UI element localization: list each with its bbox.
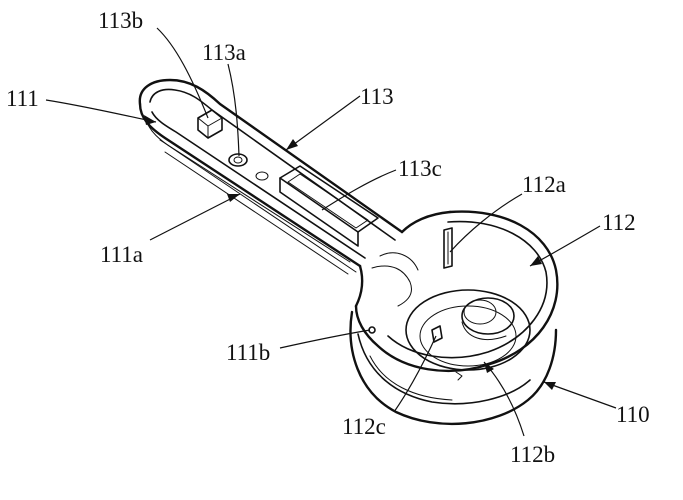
- label-111a: 111a: [100, 242, 143, 267]
- arrow-112: [530, 256, 542, 266]
- label-112a: 112a: [522, 172, 566, 197]
- slot-112a: [443, 227, 453, 269]
- label-112b: 112b: [510, 442, 555, 467]
- knob: [461, 297, 515, 335]
- label-113b: 113b: [98, 8, 143, 33]
- label-111b: 111b: [226, 340, 270, 365]
- leader-111a: [149, 193, 241, 241]
- handle-end-outer: [138, 78, 404, 234]
- notch-112c: [431, 325, 443, 343]
- leader-113c: [321, 169, 397, 211]
- handle-inner-rim-upper: [149, 88, 396, 241]
- leader-113: [285, 95, 361, 151]
- base-skirt: [349, 310, 558, 426]
- arrow-113: [286, 139, 298, 150]
- label-113c: 113c: [398, 156, 442, 181]
- bowl-neck-lower: [354, 264, 364, 308]
- reference-labels: 113b 113a 111 113 113c 112a 112 111a 111…: [6, 8, 650, 467]
- handle-side-groove: [159, 139, 351, 263]
- label-113: 113: [360, 84, 394, 109]
- leader-110: [543, 381, 617, 409]
- leader-111: [45, 99, 157, 123]
- leader-112a: [449, 193, 523, 253]
- handle-lower-outer: [138, 102, 362, 268]
- leader-112: [529, 225, 601, 267]
- label-113a: 113a: [202, 40, 246, 65]
- compartment-113c: [279, 165, 379, 233]
- handle-bottom-edge: [164, 151, 349, 275]
- leader-111b: [279, 329, 371, 349]
- handle-side-edge: [145, 119, 357, 273]
- label-111: 111: [6, 86, 39, 111]
- inner-cup-112b: [405, 289, 531, 371]
- leader-113a: [227, 63, 240, 157]
- bowl-neck-upper: [400, 210, 452, 234]
- label-110: 110: [616, 402, 650, 427]
- bowl-outer-rim: [354, 210, 559, 373]
- arrow-111a: [227, 194, 240, 202]
- leader-112c: [393, 335, 437, 413]
- arrow-111: [144, 115, 156, 125]
- leader-lines: [45, 27, 617, 437]
- hole-113a: [228, 153, 248, 167]
- arrow-110: [544, 382, 556, 390]
- device-body: [138, 78, 559, 426]
- compartment-113b: [197, 109, 223, 139]
- label-112: 112: [602, 210, 636, 235]
- handle-inner-rim-lower: [151, 111, 366, 259]
- arrow-112b: [484, 362, 494, 373]
- label-112c: 112c: [342, 414, 386, 439]
- leader-113b: [156, 27, 209, 119]
- bowl-inner-rim: [387, 220, 548, 359]
